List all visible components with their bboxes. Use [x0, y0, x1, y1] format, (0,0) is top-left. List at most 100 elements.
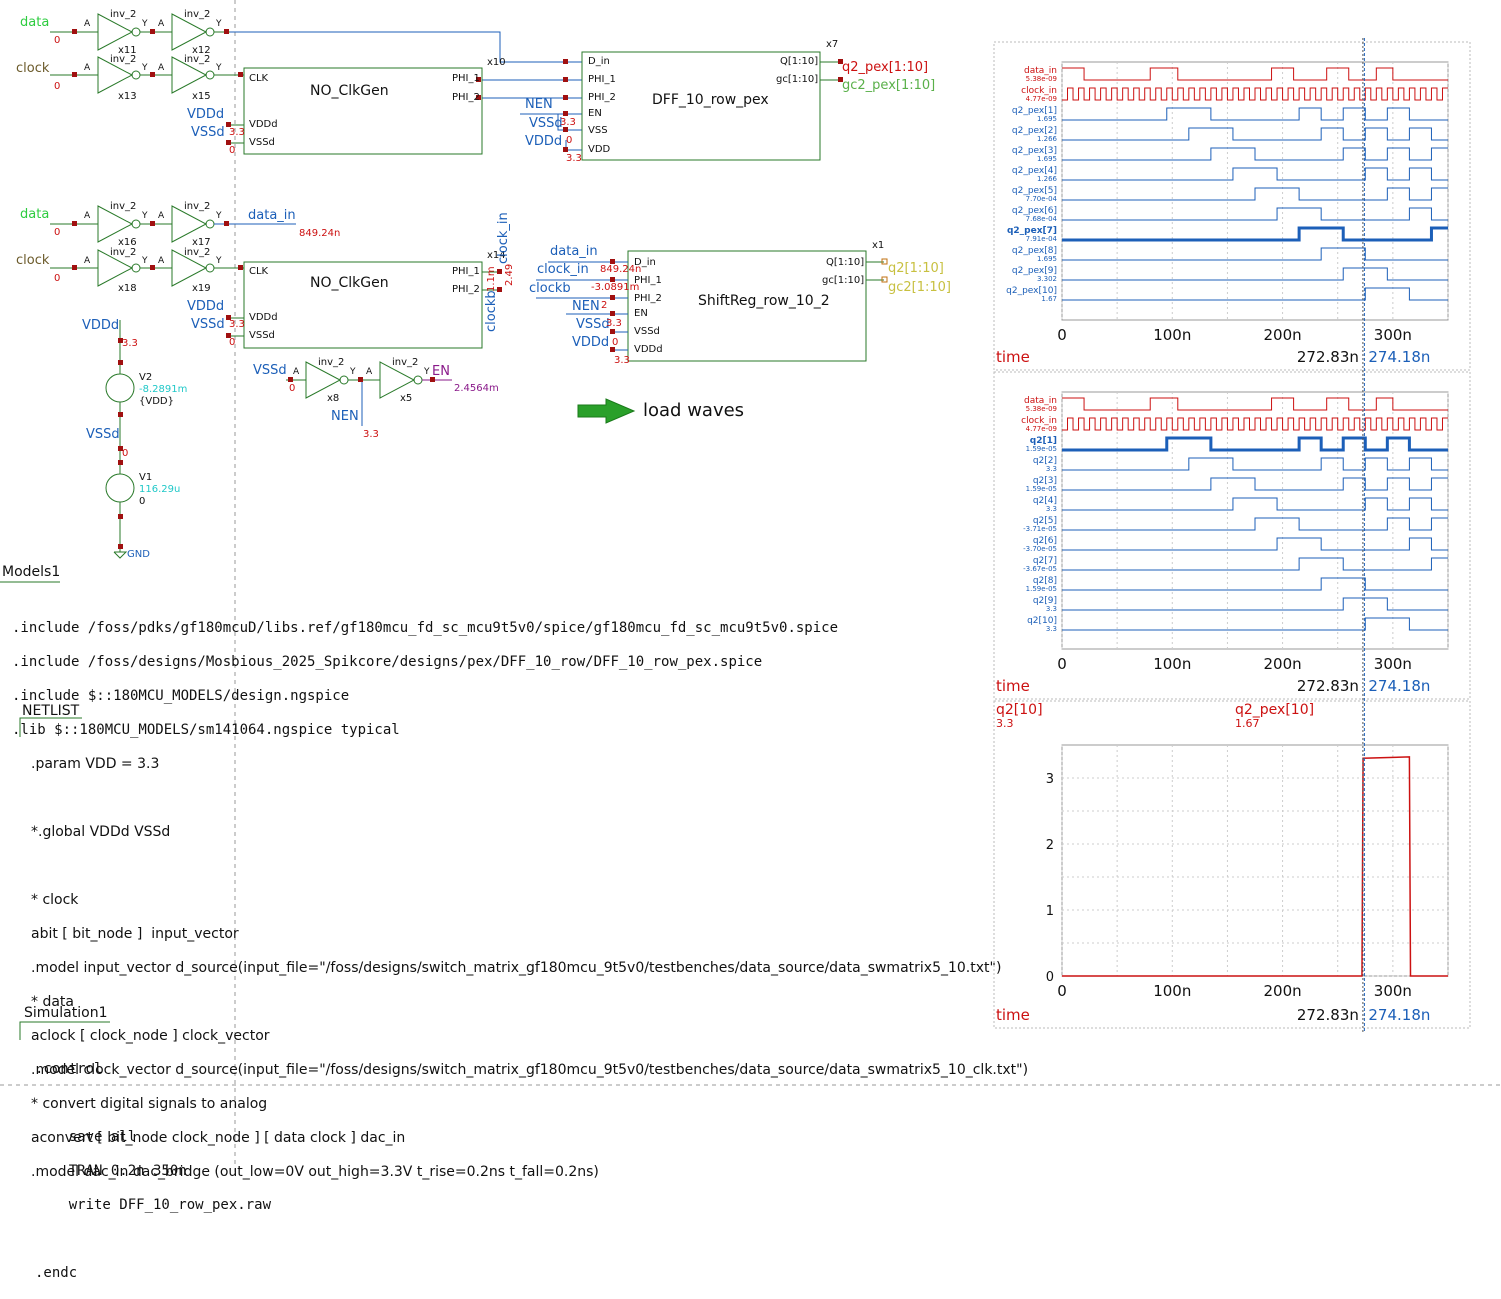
simulation-title[interactable]: Simulation1 [24, 1005, 108, 1021]
inst-x16: x16 [118, 237, 137, 248]
simulation-line: .endc [35, 1265, 78, 1281]
inst-x17: x17 [192, 237, 211, 248]
trace-name: q2[7] [1033, 556, 1057, 566]
simulation-line: save all [35, 1129, 137, 1145]
pin-y: Y [216, 211, 222, 221]
trace-value: 5.38e-09 [1026, 405, 1057, 413]
x-tick-label: 0 [1057, 326, 1067, 344]
net-label-data-top[interactable]: data [20, 15, 50, 30]
clkgen-pin-vssd: VSSd [249, 137, 275, 148]
trace-name: q2_pex[6] [1012, 206, 1057, 216]
net-label-nen-en[interactable]: NEN [331, 409, 359, 424]
net-label-sr-data-in[interactable]: data_in [550, 244, 598, 259]
net-val-33: 3.3 [229, 127, 245, 138]
load-waves-arrow-icon[interactable] [577, 398, 636, 424]
clkgen-top-block[interactable] [243, 67, 483, 155]
pin-y: Y [216, 19, 222, 29]
inst-x8: x8 [327, 393, 340, 404]
net-label-gc2[interactable]: gc2[1:10] [888, 280, 952, 295]
net-label-gc2-pex[interactable]: gc2_pex[1:10] [842, 78, 936, 93]
simulation-line: TRAN 0.2n 350n [35, 1163, 187, 1179]
y-tick-label: 3 [1046, 772, 1054, 787]
inst-x19: x19 [192, 283, 211, 294]
clkgen-mid-block[interactable] [243, 261, 483, 349]
trace-line [1062, 537, 1448, 551]
net-label-vssd-pwr[interactable]: VSSd [86, 427, 120, 442]
cursor1-label: 272.83n [1297, 348, 1359, 366]
trace-line [1062, 417, 1448, 431]
models-title[interactable]: Models1 [2, 564, 61, 580]
net-label-nen-top[interactable]: NEN [525, 97, 553, 112]
pin-a: A [158, 211, 165, 221]
net-label-clock-top[interactable]: clock [16, 61, 50, 76]
load-waves-label[interactable]: load waves [643, 400, 745, 421]
netlist-line: .model input_vector d_source(input_file=… [31, 960, 1002, 976]
net-label-q2[interactable]: q2[1:10] [888, 261, 944, 276]
net-label-vddd-top2[interactable]: VDDd [525, 134, 563, 149]
graph-frame [993, 371, 1471, 700]
trace-name: clock_in [1021, 86, 1057, 96]
net-label-data-mid[interactable]: data [20, 207, 50, 222]
dff-block[interactable] [581, 51, 821, 161]
net-label-vssd-en[interactable]: VSSd [253, 363, 287, 378]
top-inverter-chain[interactable] [50, 13, 244, 94]
x-tick-label: 200n [1264, 982, 1302, 1000]
simulation-line: write DFF_10_row_pex.raw [35, 1197, 272, 1213]
x-tick-label: 300n [1374, 655, 1412, 673]
models-text[interactable]: .include /foss/pdks/gf180mcuD/libs.ref/g… [12, 603, 838, 756]
net-val-data-mid: 0 [54, 227, 61, 238]
net-val-sr-data-in: 849.24n [600, 264, 642, 275]
netlist-line: * convert digital signals to analog [31, 1096, 268, 1112]
net-val-nen-en: 3.3 [363, 429, 379, 440]
net-label-vddd-top[interactable]: VDDd [187, 107, 225, 122]
net-val-vssd-pwr: 0 [122, 448, 129, 459]
net-label-sr-vssd[interactable]: VSSd [576, 317, 610, 332]
pin-y: Y [424, 367, 430, 377]
shiftreg-title: ShiftReg_row_10_2 [698, 293, 830, 309]
net-val-0: 0 [229, 145, 236, 156]
trace-value: 1.59e-05 [1026, 585, 1057, 593]
net-label-clock-mid[interactable]: clock [16, 253, 50, 268]
shiftreg-block[interactable] [627, 250, 867, 362]
schematic-canvas[interactable] [0, 0, 1501, 1173]
plot-area [1061, 61, 1449, 321]
net-label-q2-pex[interactable]: q2_pex[1:10] [842, 60, 929, 75]
net-label-sr-clock-in[interactable]: clock_in [537, 262, 589, 277]
dff-pin-en: EN [588, 108, 602, 119]
source-v2: V2 [139, 372, 153, 383]
net-label-sr-vddd[interactable]: VDDd [572, 335, 610, 350]
mid-inverter-chain[interactable] [50, 205, 244, 287]
trace-value: 7.70e-04 [1026, 195, 1058, 203]
net-label-clockb-rot[interactable]: clockb [484, 290, 499, 332]
net-label-sr-clockb[interactable]: clockb [529, 281, 571, 296]
net-val-33-mid: 3.3 [229, 319, 245, 330]
inst-x12: x12 [192, 45, 211, 56]
netlist-text[interactable]: .param VDD = 3.3 *.global VDDd VSSd * cl… [31, 739, 1028, 1198]
clkgen-pin-vddd: VDDd [249, 119, 278, 130]
simulation-text[interactable]: .control save all TRAN 0.2n 350n write D… [35, 1044, 271, 1299]
clkgen-pin-vssd: VSSd [249, 330, 275, 341]
inv-label: inv_2 [110, 201, 137, 212]
sr-pin-phi2: PHI_2 [634, 293, 662, 304]
net-label-vssd-top[interactable]: VSSd [191, 125, 225, 140]
sr-pin-gc: gc[1:10] [822, 275, 865, 286]
net-label-vddd-mid[interactable]: VDDd [187, 299, 225, 314]
net-label-vssd-mid[interactable]: VSSd [191, 317, 225, 332]
graph-frame [993, 700, 1471, 1029]
clkgen-pin-clk: CLK [249, 266, 269, 277]
net-label-data-in[interactable]: data_in [248, 208, 296, 223]
trace-value: 1.695 [1037, 155, 1057, 163]
net-label-clock-in-rot[interactable]: clock_in [496, 212, 511, 264]
trace-name: q2[1] [1030, 436, 1057, 446]
net-label-sr-nen[interactable]: NEN [572, 299, 600, 314]
source-v2-val: {VDD} [139, 396, 174, 407]
x-tick-label: 0 [1057, 982, 1067, 1000]
net-label-vddd-pwr[interactable]: VDDd [82, 318, 120, 333]
source-v1: V1 [139, 472, 153, 483]
netlist-title[interactable]: NETLIST [22, 703, 80, 719]
net-label-en[interactable]: EN [432, 364, 450, 379]
netlist-line: * clock [31, 892, 79, 908]
net-label-vssd-top2[interactable]: VSSd [529, 116, 563, 131]
pin-a: A [84, 211, 91, 221]
